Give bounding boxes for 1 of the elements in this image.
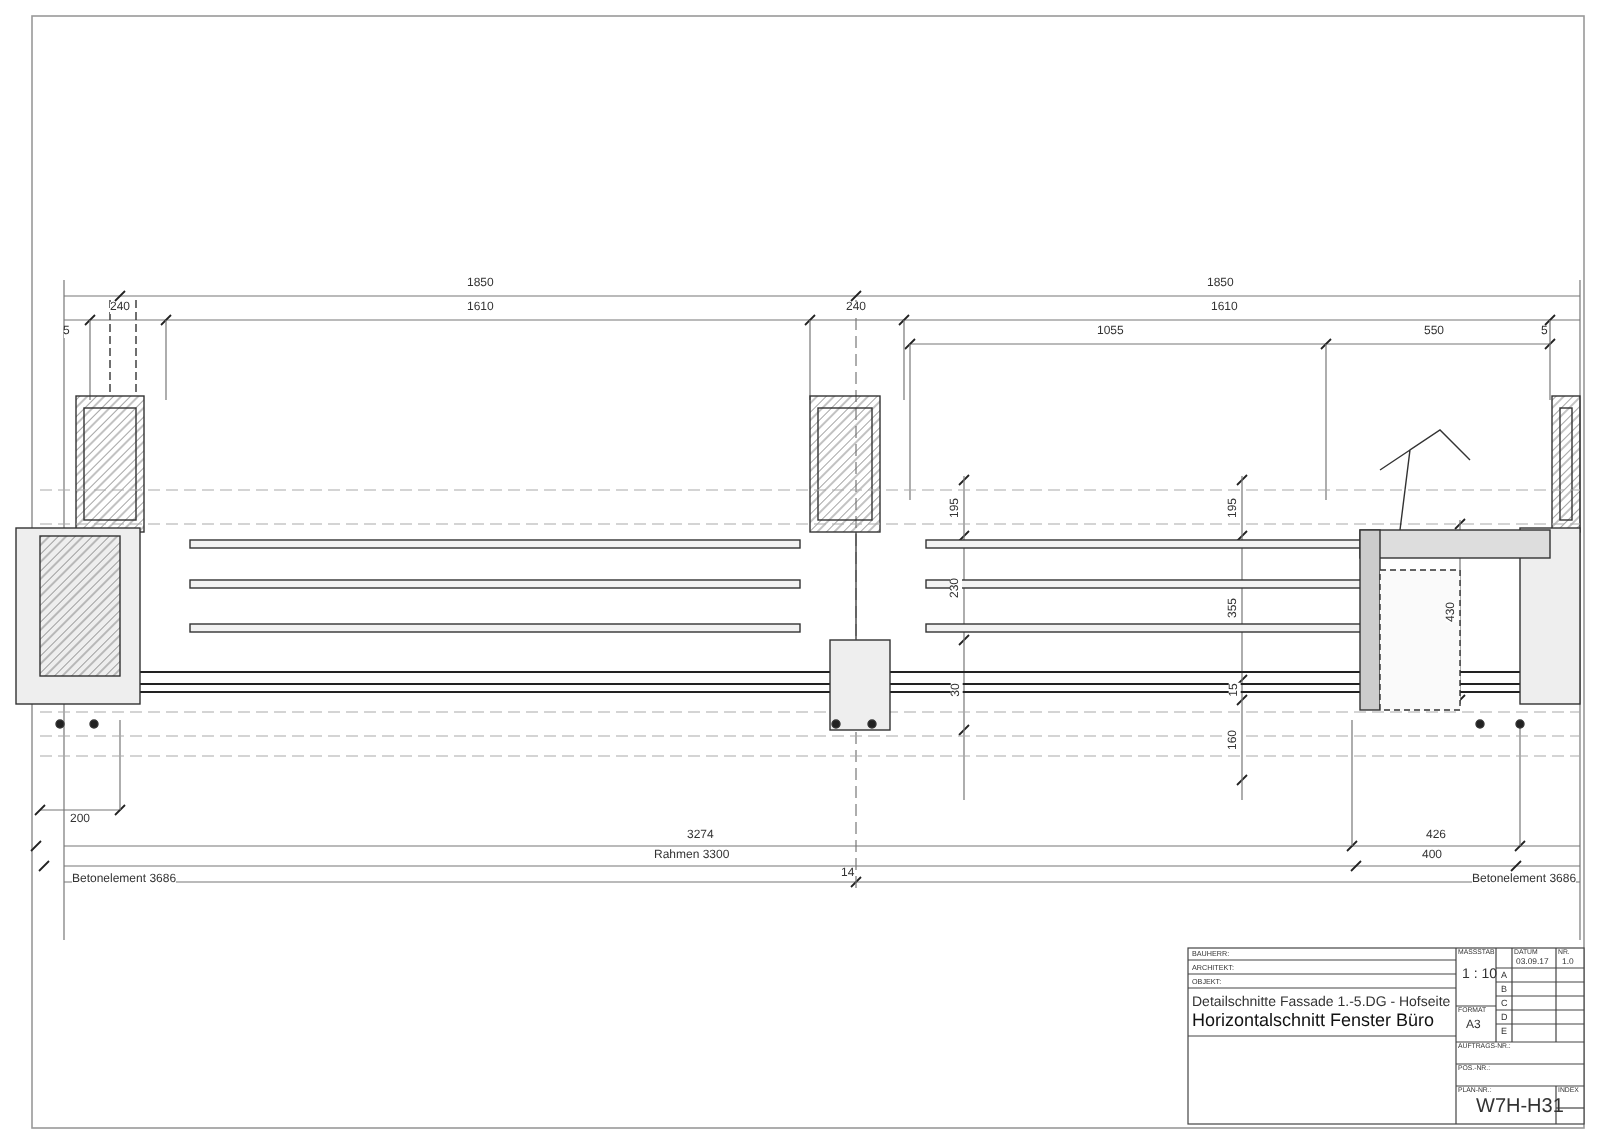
drawing-title: Horizontalschnitt Fenster Büro: [1192, 1012, 1435, 1030]
